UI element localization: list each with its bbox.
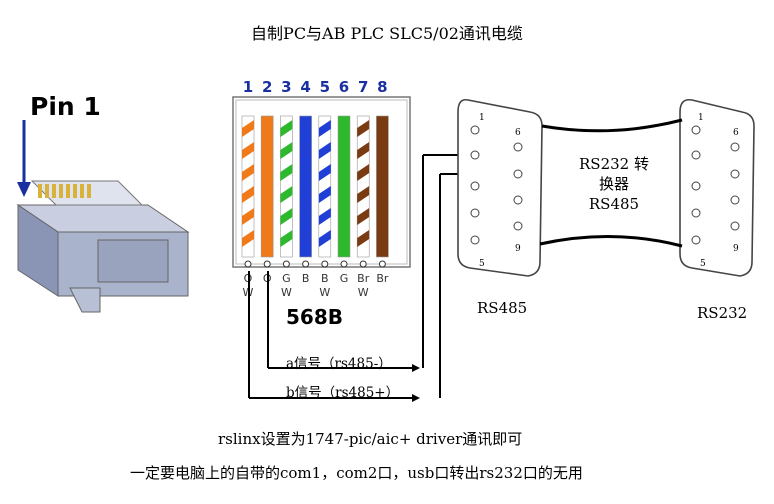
wire-8 <box>376 115 389 268</box>
db9-left-pin-6: 6 <box>515 128 521 138</box>
wire-label-5: B <box>321 272 329 285</box>
wire-group <box>241 115 389 268</box>
db9-left-pin-1: 1 <box>479 113 485 123</box>
db9-left-pin-5: 5 <box>479 259 485 269</box>
pin1-label: Pin 1 <box>30 92 101 121</box>
db9-right-pin-1: 1 <box>698 113 704 123</box>
wire-label-7: Br <box>357 272 370 285</box>
db9-connector-rs232: 1 6 9 5 <box>679 98 755 277</box>
wire-label-8: Br <box>376 272 389 285</box>
wire-number-7: 7 <box>358 78 368 96</box>
wire-7 <box>356 115 370 268</box>
standard-label: 568B <box>286 305 343 329</box>
wire-number-6: 6 <box>339 78 349 96</box>
converter-cable <box>539 118 683 248</box>
db9-connector-rs485: 1 6 9 5 <box>457 98 543 277</box>
wire-4 <box>299 115 312 268</box>
wire-2 <box>260 115 274 268</box>
db9-right-pin-6: 6 <box>733 128 739 138</box>
wire-3 <box>280 115 293 268</box>
db9-right-pin-row <box>691 125 740 245</box>
rj45-plug <box>16 180 190 313</box>
wire-label-4: B <box>302 272 310 285</box>
wire-number-2: 2 <box>262 78 272 96</box>
wire-label-6: G <box>340 272 349 285</box>
wire-label-group: OWOGWBBWGBrWBr <box>243 272 389 299</box>
wire-6 <box>337 115 351 268</box>
db9-right-pin-9: 9 <box>733 244 739 254</box>
pin1-arrow <box>17 120 31 197</box>
db9-left-pin-9: 9 <box>515 244 521 254</box>
wire-sublabel-3: W <box>281 286 292 299</box>
db9-right-pin-5: 5 <box>700 259 706 269</box>
wire-number-4: 4 <box>300 78 310 96</box>
wire-number-5: 5 <box>320 78 330 96</box>
wire-sublabel-5: W <box>319 286 330 299</box>
rs485-label: RS485 <box>477 299 528 317</box>
db9-left-pin-row <box>470 125 523 245</box>
wire-label-3: G <box>282 272 291 285</box>
signal-a-label: a信号（rs485-） <box>286 356 392 372</box>
rs232-label: RS232 <box>697 304 748 322</box>
plug-contacts <box>38 184 91 198</box>
note-rslinx: rslinx设置为1747-pic/aic+ driver通讯即可 <box>218 430 523 448</box>
diagram-title: 自制PC与AB PLC SLC5/02通讯电缆 <box>251 24 523 43</box>
wire-number-8: 8 <box>377 78 387 96</box>
wire-1 <box>241 115 255 268</box>
wire-number-1: 1 <box>243 78 253 96</box>
signal-b-label: b信号（rs485+） <box>286 385 400 401</box>
converter-label: RS232 转换器 RS485 <box>579 155 649 213</box>
note-com-port: 一定要电脑上的自带的com1，com2口，usb口转出rs232口的无用 <box>130 464 583 482</box>
wire-number-3: 3 <box>281 78 291 96</box>
wire-5 <box>318 115 332 268</box>
wire-sublabel-7: W <box>358 286 369 299</box>
